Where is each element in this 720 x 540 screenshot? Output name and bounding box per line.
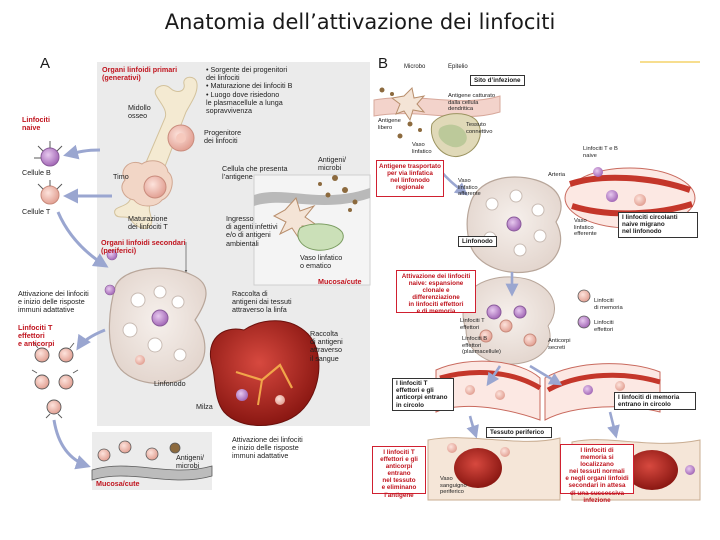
transport-box: Antigene trasportato per via linfatica n… bbox=[376, 160, 444, 197]
free-antigen-label: Antigene libero bbox=[378, 118, 401, 131]
bottom-mucosa-cells bbox=[91, 440, 213, 481]
lymph-node-a bbox=[108, 267, 207, 385]
panel-b-letter: B bbox=[378, 55, 389, 72]
connective-tissue-label: Tessuto connettivo bbox=[466, 122, 493, 135]
spleen-label: Milza bbox=[196, 402, 213, 411]
t-maturation-label: Maturazione dei linfociti T bbox=[128, 214, 168, 232]
artery-label: Arteria bbox=[548, 172, 566, 178]
antigen-microbes-label: Antigeni/ microbi bbox=[318, 155, 346, 173]
infection-site-box: Sito d’infezione bbox=[470, 75, 525, 87]
progenitor-label: Progenitore dei linfociti bbox=[204, 128, 242, 146]
arrow-primary-to-naive bbox=[63, 144, 101, 160]
blood-collection-label: Raccolta di antigeni attraverso il sangu… bbox=[310, 329, 343, 363]
naive-title: Linfociti naive bbox=[22, 115, 50, 133]
memory-box: I linfociti di memoria si localizzano ne… bbox=[560, 444, 634, 504]
t-cells-label: Cellule T bbox=[22, 207, 51, 216]
circulating-box: I linfociti circolanti naive migrano nel… bbox=[618, 212, 698, 238]
effector-t-right-label: Linfociti effettori bbox=[594, 320, 614, 333]
apc-label: Cellula che presenta l’antigene bbox=[222, 164, 288, 182]
antibodies-label: Anticorpi secreti bbox=[548, 338, 571, 351]
arrow-activation-to-right bbox=[529, 364, 563, 386]
b-effectors-label: Linfociti B effettori (plasmacellule) bbox=[462, 336, 501, 356]
antigen-entry-label: Ingresso di agenti infettivi e/o di anti… bbox=[226, 214, 278, 248]
blood-vessel-label: Vaso sanguigno periferico bbox=[440, 476, 467, 496]
naive-b-cell-icon bbox=[34, 141, 63, 167]
dendritic-cell-icon bbox=[272, 197, 320, 242]
effector-title: Linfociti T effettori e anticorpi bbox=[18, 323, 55, 349]
lymph-vessel-small-label: Vaso linfatico bbox=[412, 142, 432, 155]
peripheral-tissue-box: Tessuto periferico bbox=[486, 427, 552, 439]
lymph-node-b-box: Linfonodo bbox=[458, 236, 497, 248]
panel-a-letter: A bbox=[40, 55, 51, 72]
arrow-activation-to-effectors bbox=[76, 328, 106, 351]
spleen-shape bbox=[210, 320, 320, 426]
t-effectors-label: Linfociti T effettori bbox=[460, 318, 485, 331]
naive-cells-label: Linfociti T e B naive bbox=[583, 146, 618, 159]
lymph-collection-label: Raccolta di antigeni dai tessuti attrave… bbox=[232, 289, 292, 315]
arrow-effectors-to-bottom bbox=[52, 419, 91, 470]
afferent-vessel-label: Vaso linfatico afferente bbox=[458, 178, 481, 198]
b-cells-label: Cellule B bbox=[22, 168, 51, 177]
arrow-activation-to-left bbox=[486, 365, 502, 387]
infection-dendritic-cell bbox=[390, 86, 426, 122]
bottom-mucosa-panel bbox=[92, 432, 212, 490]
t-enter-circ-box: I linfociti T effettori e gli anticorpi … bbox=[392, 378, 454, 411]
lymph-vessel-label: Vaso linfatico o ematico bbox=[300, 253, 343, 271]
bone-marrow-label: Midollo osseo bbox=[128, 103, 151, 121]
microbe-dots bbox=[318, 175, 358, 212]
primary-bullets: • Sorgente dei progenitori dei linfociti… bbox=[206, 65, 293, 116]
thymus-label: Timo bbox=[113, 172, 129, 181]
lymph-vessel-shape bbox=[297, 223, 344, 251]
memory-cells-label: Linfociti di memoria bbox=[594, 298, 623, 311]
antigen-captured-label: Antigene catturato dalla cellula dendrit… bbox=[448, 93, 496, 113]
memory-cells-icon bbox=[577, 289, 591, 329]
memory-enter-circ-box: I linfociti di memoria entrano in circol… bbox=[614, 392, 696, 411]
primary-organs-title: Organi linfoidi primari (generativi) bbox=[102, 65, 178, 83]
effector-cells-icon bbox=[31, 342, 79, 419]
activated-node bbox=[462, 276, 555, 365]
epithelium-label: Epitelio bbox=[448, 64, 468, 70]
arrow-left-to-tissue bbox=[466, 415, 479, 439]
activation-box: Attivazione dei linfociti naive: espansi… bbox=[396, 270, 476, 315]
arrow-right-to-tissue bbox=[607, 411, 620, 439]
activation-label: Attivazione dei linfociti e inizio delle… bbox=[18, 289, 89, 315]
t-migrate-box: I linfociti T effettori e gli anticorpi … bbox=[372, 446, 426, 499]
page-title: Anatomia dell’attivazione dei linfociti bbox=[164, 10, 556, 34]
antigen-microbes-bottom-label: Antigeni/ microbi bbox=[176, 453, 204, 471]
efferent-vessel-label: Vaso linfatico efferente bbox=[574, 218, 597, 238]
mucosa-skin-label: Mucosa/cute bbox=[318, 277, 362, 286]
mucosa-skin-bottom-label: Mucosa/cute bbox=[96, 479, 140, 488]
lymph-node-label: Linfonodo bbox=[154, 379, 186, 388]
microbe-label: Microbo bbox=[404, 64, 426, 70]
activation-bottom-label: Attivazione dei linfociti e inizio delle… bbox=[232, 435, 303, 461]
naive-t-cell-icon bbox=[37, 180, 63, 205]
arrow-naive-to-activation bbox=[56, 211, 109, 268]
lymph-node-b bbox=[466, 176, 562, 274]
secondary-organs-title: Organi linfoidi secondari (periferici) bbox=[101, 238, 186, 256]
